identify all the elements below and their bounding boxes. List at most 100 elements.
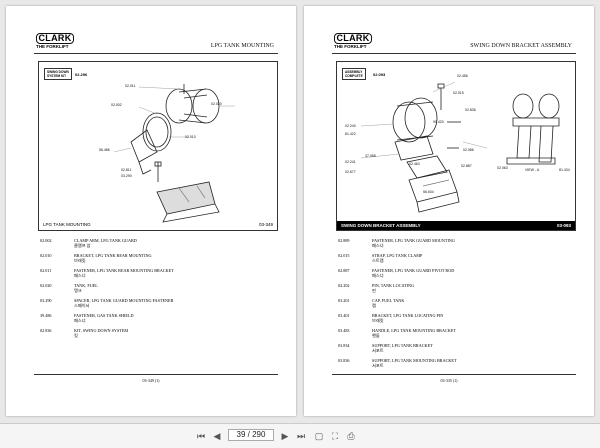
page-number-field[interactable]: 39 / 290 [228,429,274,441]
callout-label: 56.604 [423,190,434,194]
exploded-view-drawing [113,84,235,223]
callout-label: 02.011 [125,84,136,88]
part-sub: 서포트 [372,363,384,368]
callout-label: 02.240 [345,124,356,128]
kit-box-line: SYSTEM KIT [47,74,67,78]
part-sub: 스페이서 [74,303,90,308]
kit-box: SWING DOWN SYSTEM KIT [44,68,72,80]
part-sub: 패스너 [74,273,86,278]
header-rule [332,53,576,54]
callout-label: 03.290 [121,174,132,178]
diagram-caption: LPG TANK MOUNTING [43,222,91,227]
callout-label: 02.677 [345,170,356,174]
part-desc: SUPPORT, LPG TANK BRACKET [372,343,433,348]
callout-label: 02.020 [211,102,222,106]
part-sub: 킷 [74,333,78,338]
logo-tagline: THE FORKLIFT [36,44,69,49]
callout-label: 81.434 [559,168,570,172]
part-desc: TANK, FUEL [74,283,98,288]
callout-label: VIEW - A [525,168,540,172]
logo-badge: CLARK [334,33,372,44]
footer-rule [34,374,278,375]
callout-label: 02.063 [497,166,508,170]
viewer-toolbar: ⏮ ◀ 39 / 290 ▶ ⏭ ▢ ⛶ ⎙ [0,423,600,448]
print-icon[interactable]: ⎙ [347,431,355,441]
parts-diagram: ASSEMBLY COMPLETE 02.093 [336,61,576,231]
part-code: 02.889 [338,238,350,243]
callout-label: 02.241 [345,160,356,164]
document-page-right: CLARK THE FORKLIFT SWING DOWN BRACKET AS… [304,6,594,416]
footer-rule [332,374,576,375]
diagram-code: 03-093 [556,223,571,228]
part-desc: CLAMP ARM, LPG TANK GUARD [74,238,137,243]
part-desc: KIT, SWING DOWN SYSTEM [74,328,129,333]
part-desc: PIN, TANK LOCATING [372,283,415,288]
part-code: 02.202 [338,283,350,288]
first-page-icon[interactable]: ⏮ [196,431,206,441]
clark-logo: CLARK THE FORKLIFT [36,33,74,50]
part-code: 03.201 [338,298,350,303]
part-desc: BRACKET, LPG TANK REAR MOUNTING [74,253,152,258]
part-sub: 핸들 [372,333,380,338]
callout-label: 02.887 [461,164,472,168]
logo-tagline: THE FORKLIFT [334,44,367,49]
part-sub: 스트랩 [372,258,384,263]
part-code: 39.486 [40,313,52,318]
prev-page-icon[interactable]: ◀ [213,431,221,441]
part-desc: FASTENER, GAS TANK SHIELD [74,313,134,318]
part-desc: FASTENER, LPG TANK GUARD PIVOT ROD [372,268,455,273]
part-sub: 서포트 [372,348,384,353]
callout-label: 02.086 [463,148,474,152]
part-desc: BRACKET, LPG TANK LOCATING PIN [372,313,444,318]
fullscreen-icon[interactable]: ⛶ [331,431,339,441]
diagram-caption: SWING DOWN BRACKET ASSEMBLY [341,223,421,228]
part-desc: FASTENER, LPG TANK REAR MOUNTING BRACKET [74,268,174,273]
part-sub: 패스너 [372,243,384,248]
callout-label: 81.422 [345,132,356,136]
kit-box-line: COMPLETE [345,74,363,78]
part-desc: SUPPORT, LPG TANK MOUNTING BRACKET [372,358,457,363]
part-desc: SPACER, LPG TANK GUARD MOUNTING FASTENER [74,298,174,303]
part-code: 02.887 [338,268,350,273]
callout-label: 02.463 [409,162,420,166]
callout-label: 90.420 [433,120,444,124]
clark-logo: CLARK THE FORKLIFT [334,33,372,50]
document-page-left: CLARK THE FORKLIFT LPG TANK MOUNTING SWI… [6,6,296,416]
part-code: 02.011 [40,268,52,273]
part-sub: 브래킷 [74,258,86,263]
part-sub: 패스너 [74,318,86,323]
page-footer: 03-349 (1) [142,378,160,383]
next-page-icon[interactable]: ▶ [281,431,289,441]
part-sub: 핀 [372,288,376,293]
header-rule [34,53,278,54]
part-desc: HANDLE, LPG TANK MOUNTING BRACKET [372,328,456,333]
diagram-caption-bar: SWING DOWN BRACKET ASSEMBLY 03-093 [337,221,575,230]
diagram-code: 03-349 [258,222,273,227]
kit-box-line: ASSEMBLY [345,70,363,74]
last-page-icon[interactable]: ⏭ [296,431,306,441]
logo-badge: CLARK [36,33,74,44]
part-code: 02.015 [338,253,350,258]
callout-label: 02.811 [121,168,132,172]
parts-diagram: SWING DOWN SYSTEM KIT 02.296 [38,61,278,231]
part-code: 03.290 [40,298,52,303]
fit-page-icon[interactable]: ▢ [314,431,324,441]
callout-label: 02.456 [457,74,468,78]
part-sub: 패스너 [372,273,384,278]
part-desc: FASTENER, LPG TANK GUARD MOUNTING [372,238,455,243]
part-code: 03.483 [338,328,350,333]
exploded-view-drawing [360,81,560,213]
part-code: 02.020 [40,283,52,288]
callout-label: 56.486 [99,148,110,152]
part-desc: STRAP, LPG TANK CLAMP [372,253,423,258]
